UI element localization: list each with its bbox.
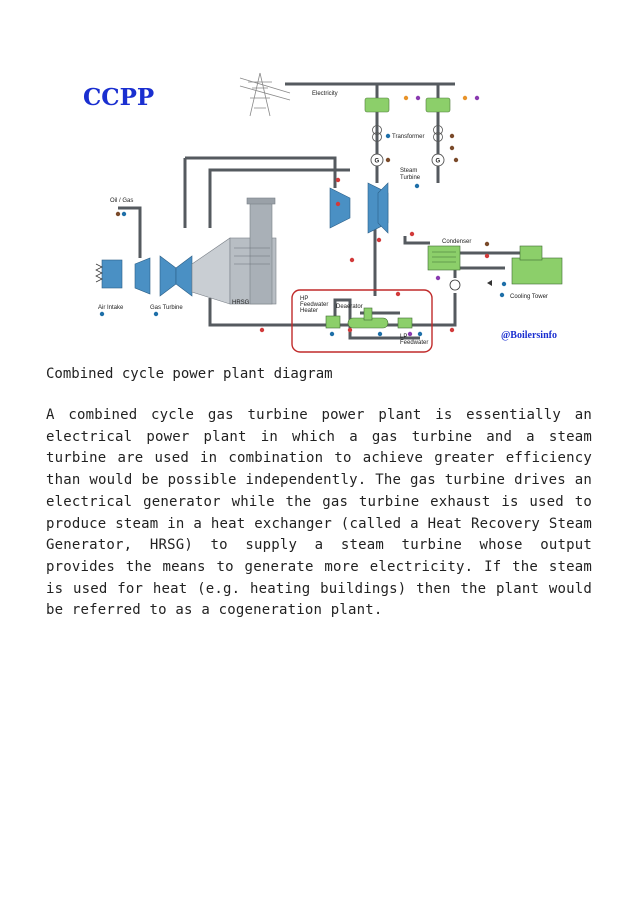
label-steam-turbine-2: Turbine (400, 175, 421, 181)
pipe-lp-hp-loop (333, 298, 420, 340)
figure-caption: Combined cycle power plant diagram (46, 366, 333, 382)
label-air-intake: Air Intake (98, 305, 124, 311)
pipe-oil-gas (118, 206, 142, 258)
generator-right-label: G (436, 159, 441, 165)
pipes (118, 82, 520, 340)
label-steam-turbine: Steam Turbine (400, 168, 421, 181)
label-deaerator: Deaerator (336, 304, 363, 310)
label-steam-turbine-1: Steam (400, 168, 417, 174)
watermark: @Boilersinfo (501, 330, 557, 341)
label-hp-3: Heater (300, 308, 318, 314)
lp-feedwater-heater-box (397, 317, 413, 329)
generator-circle-right (431, 153, 445, 167)
pipe-steam-upper (185, 156, 337, 188)
body-paragraph: A combined cycle gas turbine power plant… (46, 407, 592, 619)
feedwater-highlight-box (291, 289, 433, 353)
hrsg (191, 197, 277, 305)
label-lp-2: Feedwater (400, 340, 428, 346)
pipe-turbine-to-condenser (403, 236, 430, 245)
label-hrsg: HRSG (232, 300, 250, 306)
pipe-hrsg-steam (208, 168, 350, 228)
generator-box-right (425, 97, 451, 113)
condenser (427, 245, 461, 271)
deaerator (347, 307, 389, 329)
indicator-dots (99, 95, 507, 337)
transmission-tower-icon (239, 72, 291, 117)
label-cooling-tower: Cooling Tower (510, 294, 548, 300)
transformer-left-icon (372, 125, 382, 142)
air-intake-icon (95, 263, 103, 283)
label-hp-feedwater-heater: HP Feedwater Heater (300, 296, 330, 314)
steam-turbine (329, 182, 389, 234)
flow-arrow-icon (487, 280, 492, 286)
generator-circle-left (370, 153, 384, 167)
transformer-right-icon (433, 125, 443, 142)
label-lp-feedwater: LP Feedwater (400, 334, 428, 346)
generator-left-label: G (375, 159, 380, 165)
ccpp-diagram: G G (80, 68, 600, 358)
label-hp-2: Feedwater (300, 302, 328, 308)
cooling-tower (511, 245, 563, 285)
label-gas-turbine: Gas Turbine (150, 305, 183, 311)
label-condenser: Condenser (442, 239, 471, 245)
label-hp-1: HP (300, 296, 308, 302)
pump-icon (449, 279, 461, 291)
label-transformer: Transformer (392, 134, 424, 140)
diagram-title: CCPP (83, 84, 155, 111)
hp-feedwater-heater-box (325, 315, 341, 329)
gas-turbine (101, 255, 193, 297)
label-oil-gas: Oil / Gas (110, 198, 133, 204)
label-electricity: Electricity (312, 91, 338, 97)
label-lp-1: LP (400, 334, 407, 340)
generator-box-left (364, 97, 390, 113)
